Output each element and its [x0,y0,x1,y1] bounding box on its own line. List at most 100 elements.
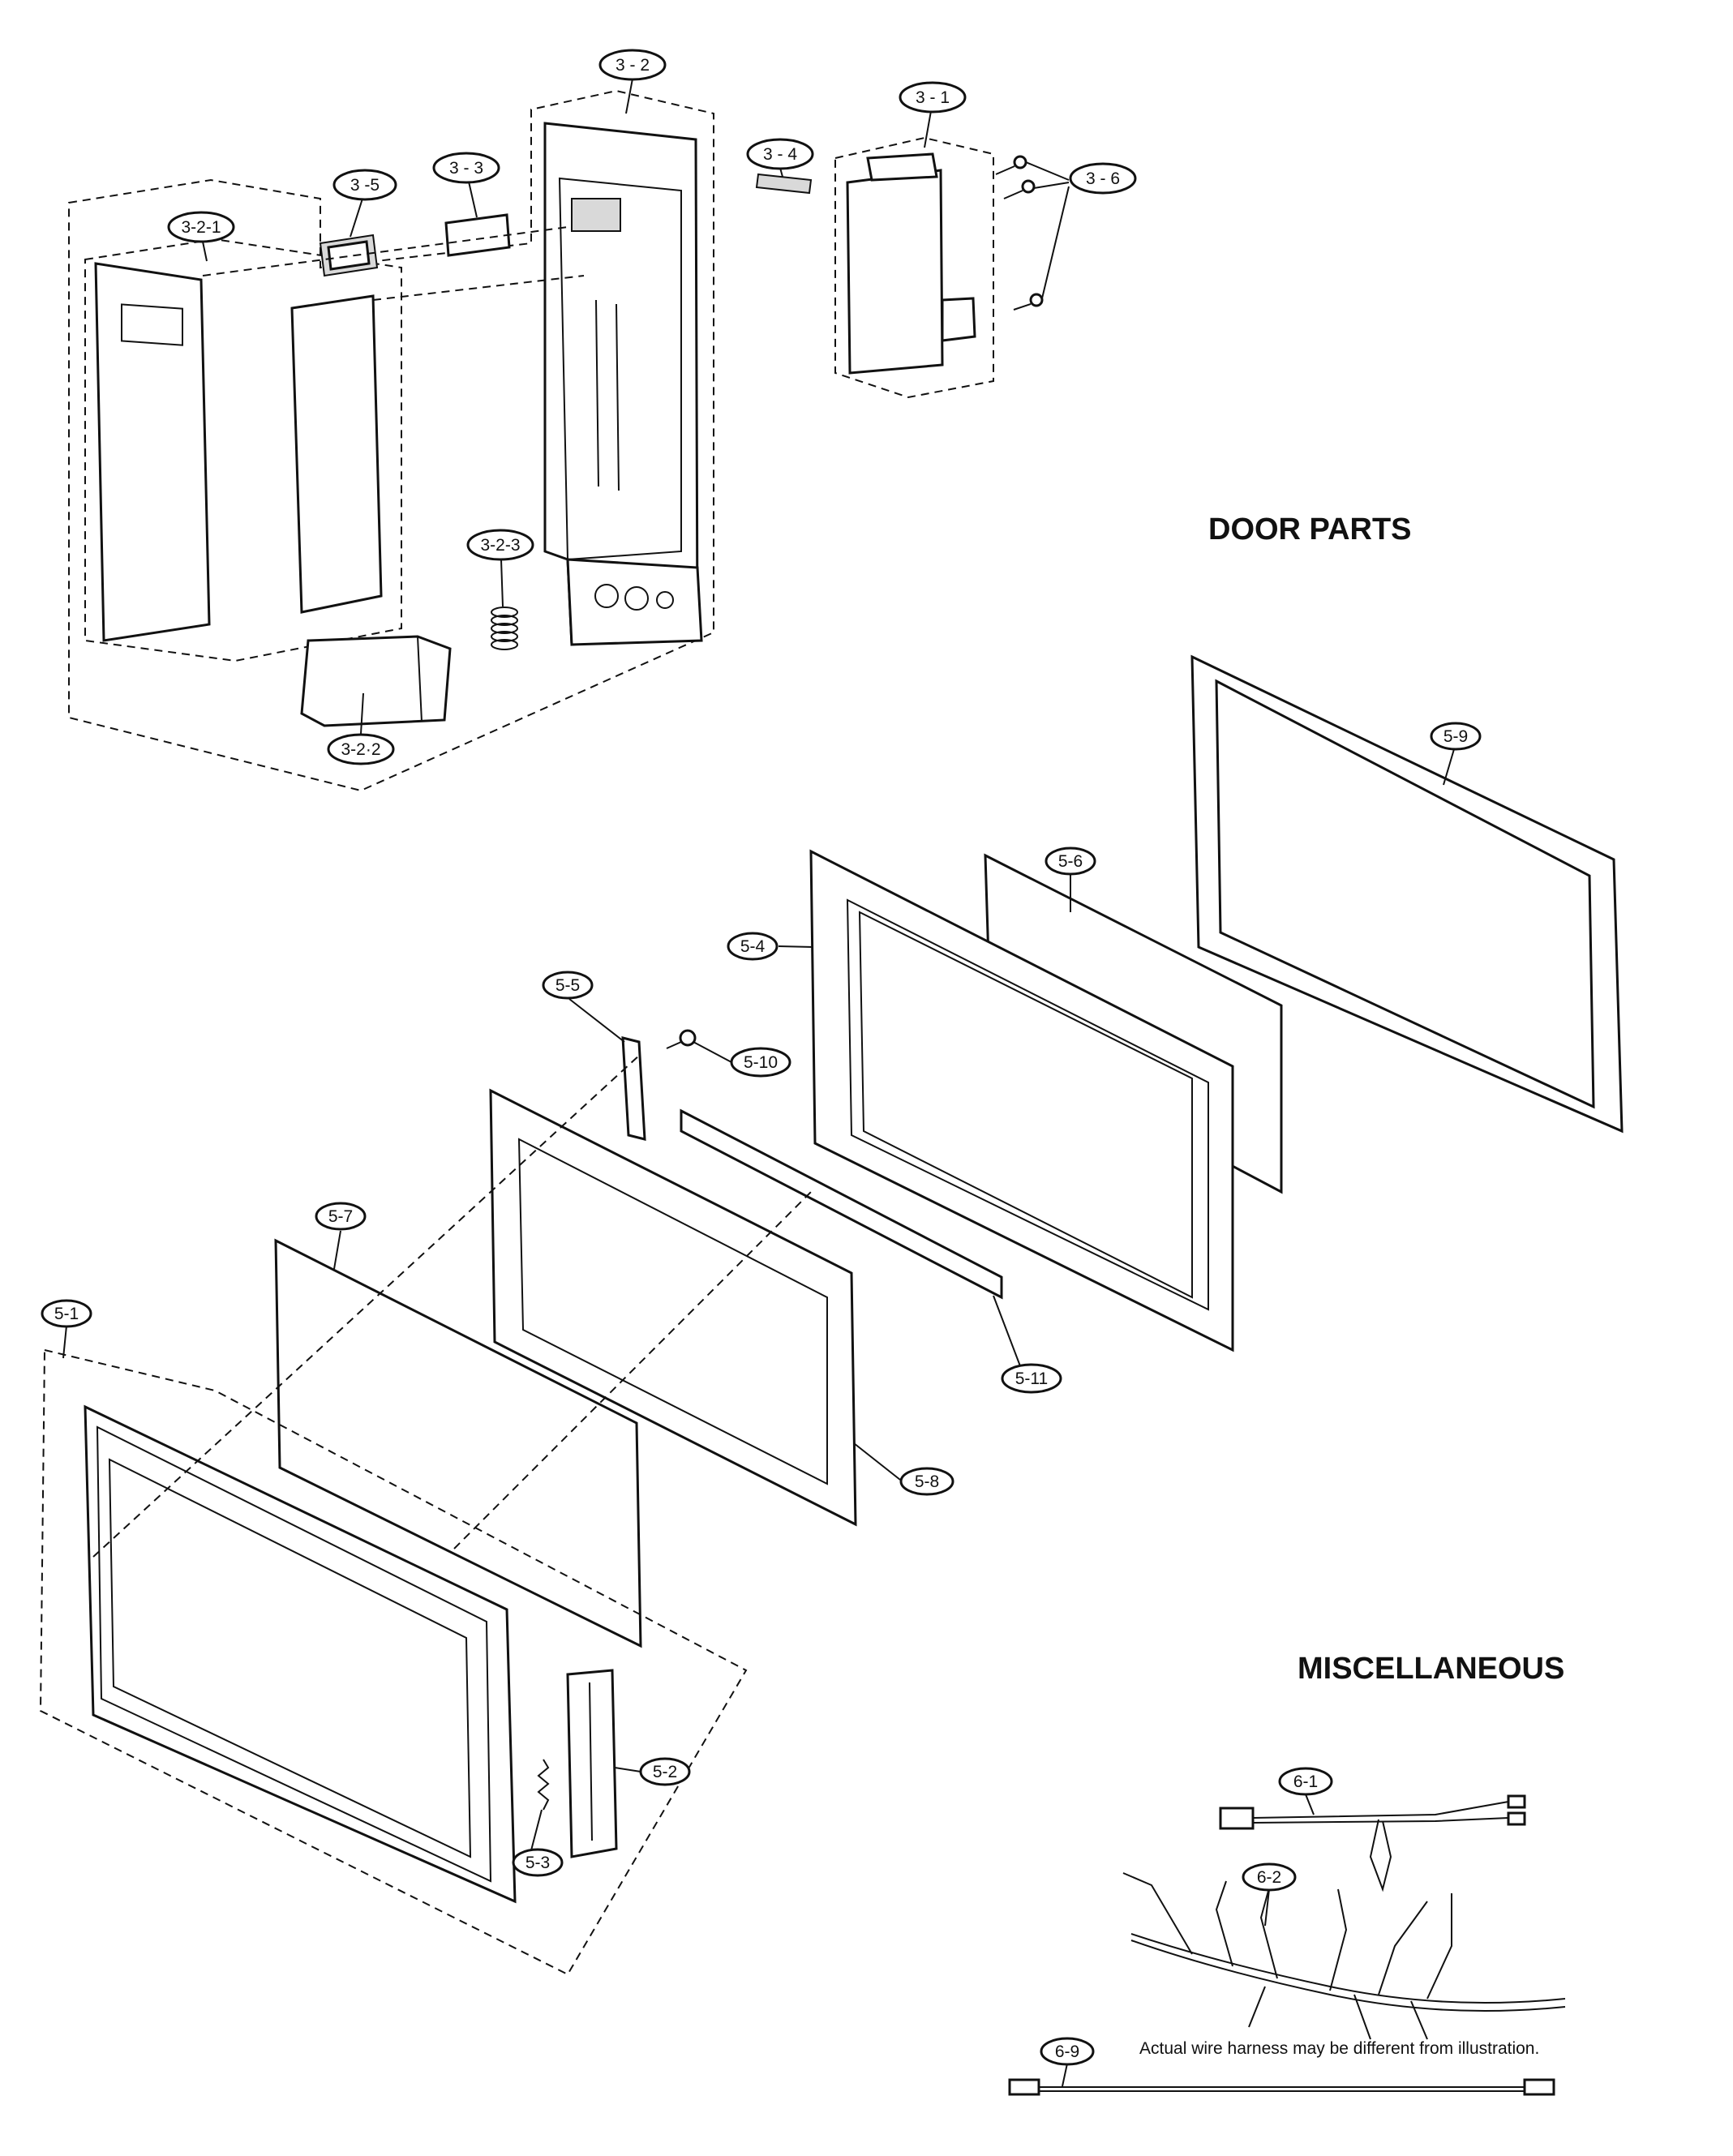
latch-bracket-part [621,1036,646,1141]
svg-text:5-7: 5-7 [328,1207,353,1226]
svg-text:3 - 6: 3 - 6 [1086,169,1120,188]
svg-text:3 -5: 3 -5 [350,176,380,195]
leader-3-5 [350,198,363,238]
leader-5-1 [62,1325,67,1359]
svg-text:5-9: 5-9 [1443,727,1468,746]
display-opening [571,198,621,232]
membrane-sheet [290,294,383,614]
callout-3-6: 3 - 6 [1069,162,1137,195]
harness-6-1-terminal-a [1507,1794,1526,1809]
leader-5-5 [568,998,625,1043]
control-panel-lower-housing [566,558,703,646]
leader-6-1 [1305,1794,1315,1815]
choke-cover-opening [1215,679,1595,1109]
callout-5-8: 5-8 [899,1467,954,1496]
callouts: 3 - 2 3 - 1 3 - 4 3 - 3 3 -5 3 - 6 3-2-1… [41,49,1482,2066]
callout-3-4: 3 - 4 [746,138,814,170]
svg-text:5-1: 5-1 [54,1305,79,1323]
svg-text:3 - 2: 3 - 2 [616,56,650,75]
control-panel-frame-inner [558,177,682,561]
door-seal-strip [680,1108,1003,1300]
leader-3-2-3 [500,559,504,607]
callout-3-2-1: 3-2-1 [167,211,235,243]
assembly-guide-2 [372,275,585,301]
svg-text:5-3: 5-3 [525,1854,550,1872]
harness-6-1-terminal-b [1507,1811,1526,1826]
svg-text:3-2·2: 3-2·2 [341,740,380,759]
pcb-group-outline [834,136,994,399]
svg-text:5-11: 5-11 [1015,1369,1048,1388]
leader-5-7 [333,1230,341,1270]
svg-text:6-2: 6-2 [1257,1868,1281,1887]
coil-spring-part [491,607,518,650]
dial-hole-2 [624,586,649,611]
callout-5-4: 5-4 [727,932,779,961]
harness-6-2-branch-9 [1410,2000,1428,2040]
callout-3-3: 3 - 3 [432,152,500,184]
svg-text:5-8: 5-8 [915,1472,939,1491]
leader-3-3 [468,181,478,218]
assembly-guide-1 [202,226,568,276]
door-frame-window [858,911,1193,1299]
svg-text:3 - 4: 3 - 4 [763,145,797,164]
filter-plate-part [444,213,511,257]
harness-6-9-terminal-right [1523,2078,1555,2096]
callout-3-5: 3 -5 [332,169,397,201]
leader-5-10 [693,1041,732,1063]
callout-3-2-3: 3-2-3 [466,529,534,561]
control-panel-assembly [68,78,1070,792]
harness-6-9-terminal-left [1008,2078,1040,2096]
svg-text:3 - 1: 3 - 1 [916,88,950,107]
harness-6-1-wire [1252,1801,1509,1819]
harness-6-2-branch-8 [1353,1994,1371,2040]
callout-5-7: 5-7 [315,1202,367,1231]
leader-6-9 [1062,2063,1068,2087]
circuit-board-transformer [941,297,976,342]
svg-text:3-2-3: 3-2-3 [480,536,520,555]
harness-6-2-branch-6 [1426,1893,1452,2000]
door-inner-plate-window [517,1138,828,1485]
leader-3-2-2 [360,692,364,735]
callout-5-5: 5-5 [542,971,594,1000]
harness-6-2-branch-1 [1122,1872,1193,1955]
circuit-board-connector [866,152,938,182]
door-open-button-face [417,636,423,722]
door-frame [809,849,1234,1352]
callout-5-2: 5-2 [639,1757,691,1786]
door-glass-sheet [274,1238,642,1648]
harness-6-1-wire-b [1252,1817,1509,1824]
latch-lever-part [566,1669,618,1858]
leader-3-6c [1041,186,1070,299]
callout-3-1: 3 - 1 [899,81,967,114]
harness-6-2-branch-4 [1329,1888,1348,1991]
wire-harness-group [1008,1794,1566,2096]
screw-part-3 [1013,293,1044,311]
callout-3-2: 3 - 2 [598,49,667,81]
latch-lever-rib [589,1682,593,1841]
callout-5-9: 5-9 [1430,722,1482,751]
svg-text:5-10: 5-10 [744,1053,778,1072]
callout-5-3: 5-3 [512,1848,564,1877]
control-panel-group-outline [68,89,714,792]
outer-door-panel [84,1404,517,1904]
callout-5-1: 5-1 [41,1299,92,1328]
door-inner-plate [489,1088,857,1527]
svg-text:5-4: 5-4 [740,937,766,956]
svg-text:6-9: 6-9 [1055,2042,1079,2061]
leader-3-1 [924,110,932,148]
leader-3-2 [625,78,633,114]
door-open-button-part [300,635,452,727]
harness-6-2-branch-2 [1215,1880,1233,1967]
svg-text:3-2-1: 3-2-1 [181,218,221,237]
indicator-strip-part [755,173,813,195]
leader-6-2 [1264,1888,1270,1927]
door-assembly [39,654,1624,1976]
leader-3-6a [1025,161,1070,181]
door-guide-2 [453,1191,812,1549]
leader-5-11 [993,1295,1023,1371]
display-window-inner [327,240,371,271]
dial-hole-3 [656,591,674,609]
svg-text:5-2: 5-2 [653,1763,677,1781]
leader-5-4 [778,945,814,948]
panel-sheet-window [121,303,183,346]
